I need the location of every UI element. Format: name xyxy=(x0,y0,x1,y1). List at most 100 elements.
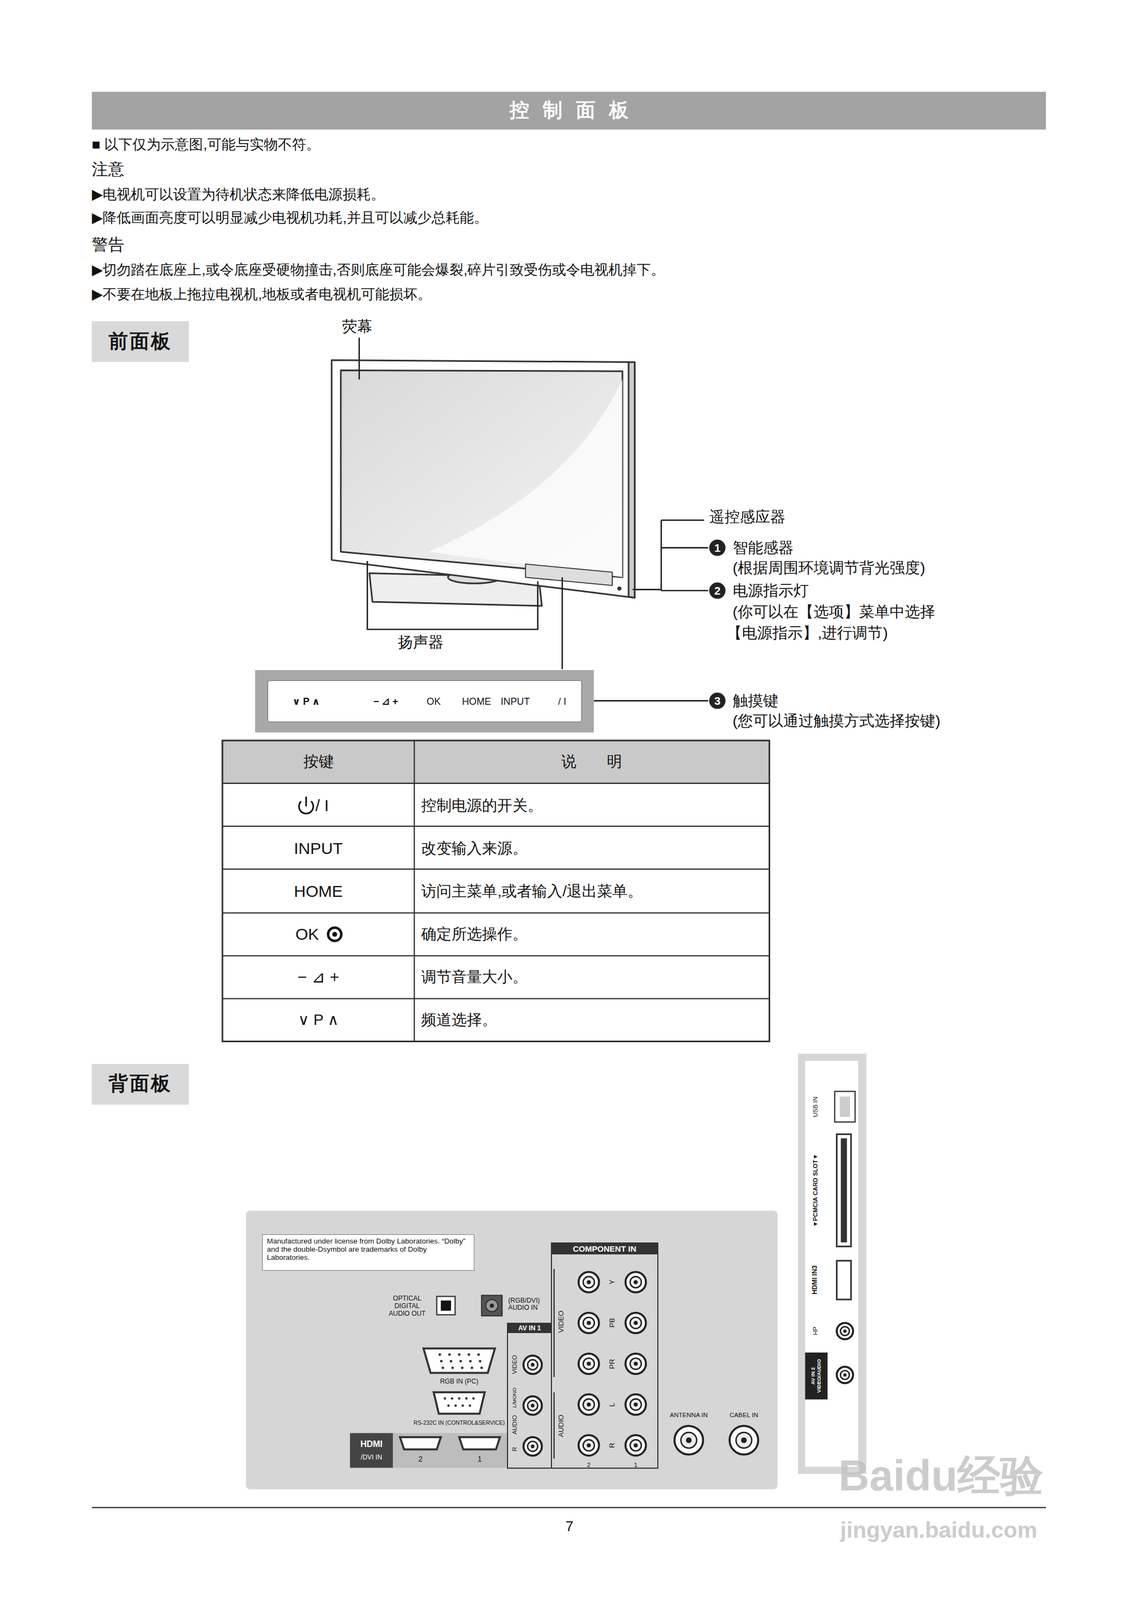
jack-inner xyxy=(527,1442,538,1453)
touch-key-label: − ⊿ + xyxy=(373,695,399,708)
vga-pin xyxy=(478,1360,482,1363)
label-text: 改变输入来源。 xyxy=(421,840,528,858)
label-text: 2 xyxy=(714,584,721,598)
port-label: Y xyxy=(608,1280,617,1286)
label-text: (RGB/DVI) AUDIO IN xyxy=(508,1297,551,1313)
section-heading: 前面板 xyxy=(108,328,173,355)
serial-pin xyxy=(443,1397,447,1401)
label-text: 调节音量大小。 xyxy=(421,968,528,987)
label-text: 遥控感应器 xyxy=(709,508,786,526)
serial-pin xyxy=(465,1397,468,1401)
jack-ring xyxy=(625,1394,646,1416)
vga-pin xyxy=(438,1353,442,1357)
vga-pin xyxy=(448,1353,452,1357)
port-label: ▼PCMCIA CARD SLOT▼ xyxy=(811,1153,820,1228)
jack-inner xyxy=(527,1360,538,1371)
section-heading: 背面板 xyxy=(108,1071,173,1098)
jack-ring xyxy=(578,1435,600,1457)
jack-inner xyxy=(630,1277,642,1289)
label-text: (你可以在【选项】菜单中选择 xyxy=(732,603,936,621)
group-heading: AV IN 1 xyxy=(508,1324,551,1334)
jack-inner xyxy=(582,1440,595,1452)
port-label: VIDEO xyxy=(510,1355,518,1375)
jack-pin xyxy=(633,1443,638,1449)
vga-pin xyxy=(441,1367,444,1370)
vga-pin xyxy=(480,1367,484,1370)
tv-drawing xyxy=(331,360,635,607)
label-text: 【电源指示】,进行调节) xyxy=(726,625,888,643)
jack-pin xyxy=(740,1437,747,1444)
label-text: RS-232C IN (CONTROL&SERVICE) xyxy=(413,1420,505,1427)
jack-inner xyxy=(582,1317,595,1330)
back-panel xyxy=(245,1054,867,1490)
jack-ring xyxy=(625,1435,646,1457)
label-text: 智能感器 xyxy=(732,539,794,557)
footer-rule xyxy=(91,1507,1046,1509)
jack-ring xyxy=(625,1354,646,1375)
jack-pin xyxy=(843,1329,847,1334)
jack-inner xyxy=(582,1358,595,1370)
touch-key-label: OK xyxy=(426,696,441,708)
jack-pin xyxy=(586,1362,592,1367)
label-text: 1 xyxy=(714,541,721,555)
connector-group-box: COMPONENT IN xyxy=(550,1242,658,1470)
jack-inner xyxy=(681,1432,697,1449)
section-heading-box: 前面板 xyxy=(91,321,189,363)
serial-pin xyxy=(451,1397,454,1401)
jack-ring xyxy=(625,1272,646,1293)
serial-pin xyxy=(447,1404,450,1408)
label-text: 触摸键 xyxy=(732,692,779,710)
vga-pin xyxy=(458,1353,461,1357)
label-text: HOME xyxy=(293,882,343,902)
serial-pin xyxy=(454,1404,458,1408)
jack-pin xyxy=(633,1403,638,1408)
label-text: 电源指示灯 xyxy=(732,582,809,600)
title-band xyxy=(91,91,1046,130)
jack-inner xyxy=(630,1399,642,1411)
label-text: (根据周围环境调节背光强度) xyxy=(732,559,926,577)
jack-inner xyxy=(736,1432,752,1449)
label-text: jingyan.baidu.com xyxy=(840,1518,1038,1544)
jack-ring xyxy=(836,1323,854,1340)
port-label: PR xyxy=(608,1359,617,1369)
note-text: 警告 xyxy=(91,235,125,255)
vga-pin xyxy=(467,1353,471,1357)
vga-pin xyxy=(470,1367,474,1370)
jack-pin xyxy=(633,1362,638,1367)
jack-inner xyxy=(840,1371,850,1381)
jack-pin xyxy=(633,1280,638,1285)
label-text: RGB IN (PC) xyxy=(440,1379,479,1387)
touch-key-label: HOME xyxy=(461,696,492,708)
note-text: ▶切勿踏在底座上,或令底座受硬物撞击,否则底座可能会爆裂,碎片引致受伤或令电视机… xyxy=(91,262,665,278)
note-text: ■ 以下仅为示意图,可能与实物不符。 xyxy=(91,136,321,153)
label-text: Baidu经验 xyxy=(838,1452,1044,1501)
jack-pin xyxy=(586,1280,592,1285)
jack-pin xyxy=(530,1444,535,1449)
jack-ring xyxy=(578,1272,600,1293)
label-text: /DVI IN xyxy=(360,1454,383,1463)
jack-ring xyxy=(625,1313,646,1335)
label-text: 3 xyxy=(714,694,721,708)
label-text: − ⊿ + xyxy=(297,968,340,987)
port-label: HP xyxy=(811,1327,820,1337)
serial-pin xyxy=(472,1397,475,1401)
label-text: (您可以通过触摸方式选择按键) xyxy=(732,712,941,731)
serial-pin xyxy=(468,1404,472,1408)
jack-inner xyxy=(840,1327,850,1337)
jack-pin xyxy=(686,1437,693,1444)
jack-ring xyxy=(523,1397,542,1416)
vga-pin xyxy=(459,1360,462,1363)
port-label: AV IN 2 VIDEO/AUDIO xyxy=(810,1356,822,1398)
vga-pin xyxy=(451,1367,454,1370)
port-label: AUDIO xyxy=(557,1415,566,1438)
label-text: OPTICAL DIGITAL AUDIO OUT xyxy=(385,1296,429,1319)
table-grid xyxy=(222,740,770,1043)
jack-ring xyxy=(729,1426,759,1456)
label-text: 2 xyxy=(418,1455,423,1465)
port-label: AUDIO xyxy=(510,1416,518,1436)
jack-ring xyxy=(836,1367,854,1384)
jack-ring xyxy=(523,1437,542,1457)
label-text: 扬声器 xyxy=(397,634,444,652)
